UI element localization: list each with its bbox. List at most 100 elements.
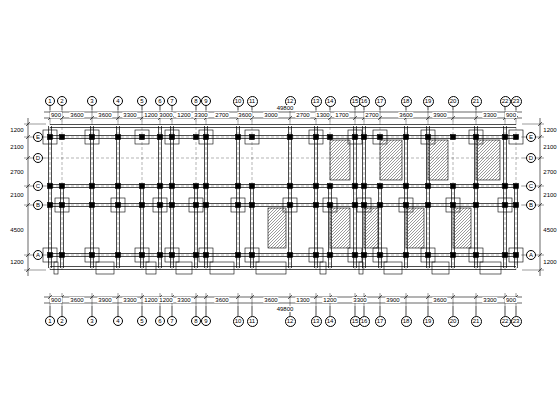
axis-bubble: 1 — [45, 96, 55, 106]
column — [140, 203, 145, 208]
axis-number: 3 — [90, 98, 93, 104]
plan-line — [118, 106, 119, 110]
axis-number: 22 — [502, 98, 509, 104]
axis-number: 1 — [48, 98, 51, 104]
column — [404, 135, 409, 140]
column — [158, 203, 163, 208]
axis-number: 8 — [194, 318, 197, 324]
axis-number: A — [529, 252, 533, 258]
axis-number: 9 — [204, 318, 207, 324]
axis-number: 21 — [473, 98, 480, 104]
plan-line — [404, 126, 405, 268]
plan-line — [172, 306, 173, 316]
axis-number: D — [529, 155, 533, 161]
axis-number: 14 — [327, 318, 334, 324]
column — [170, 203, 175, 208]
axis-number: 10 — [235, 318, 242, 324]
footing-outline — [135, 130, 149, 144]
plan-line — [92, 106, 93, 110]
column — [328, 135, 333, 140]
dimension-text: 900 — [50, 297, 62, 303]
axis-bubble: 5 — [137, 316, 147, 326]
axis-number: 22 — [502, 318, 509, 324]
plan-line — [90, 295, 94, 299]
dimension-text: 2100 — [9, 192, 24, 198]
plan-line — [364, 122, 365, 272]
column — [204, 184, 209, 189]
plan-line — [50, 266, 516, 267]
plan-line — [26, 253, 30, 257]
axis-bubble: 17 — [375, 316, 386, 327]
column — [288, 253, 293, 258]
plan-line — [426, 295, 430, 299]
axis-bubble: 17 — [375, 96, 386, 107]
plan-line — [62, 122, 63, 272]
column — [158, 135, 163, 140]
column — [514, 203, 519, 208]
column — [60, 203, 65, 208]
plan-line — [353, 116, 357, 120]
plan-line — [44, 118, 522, 119]
plan-line — [206, 122, 207, 272]
dimension-text: 3600 — [97, 112, 112, 118]
column — [426, 203, 431, 208]
axis-bubble: 7 — [167, 316, 177, 326]
dimension-text: 3900 — [97, 297, 112, 303]
strip-footing — [54, 262, 58, 274]
column — [426, 184, 431, 189]
column — [328, 253, 333, 258]
plan-line — [236, 295, 240, 299]
column — [204, 135, 209, 140]
column — [250, 253, 255, 258]
column — [378, 135, 383, 140]
plan-line — [353, 126, 354, 268]
column — [90, 253, 95, 258]
plan-line — [503, 126, 504, 268]
plan-line — [26, 184, 30, 188]
column — [503, 253, 508, 258]
footing-outline — [231, 198, 245, 212]
column — [503, 135, 508, 140]
plan-line — [474, 126, 475, 268]
plan-line — [380, 306, 381, 316]
column — [194, 203, 199, 208]
footing-outline — [498, 198, 512, 212]
column — [48, 184, 53, 189]
plan-line — [44, 112, 522, 113]
dimension-text: 3300 — [482, 297, 497, 303]
plan-line — [26, 156, 30, 160]
footing-outline — [309, 248, 323, 262]
axis-number: D — [36, 155, 40, 161]
axis-bubble: 19 — [423, 96, 434, 107]
plan-line — [476, 106, 477, 110]
axis-bubble: 4 — [113, 96, 123, 106]
dimension-text: 1200 — [176, 112, 191, 118]
axis-bubble: C — [33, 181, 43, 191]
axis-number: 19 — [425, 98, 432, 104]
plan-line — [142, 306, 143, 316]
plan-line — [314, 126, 315, 268]
axis-bubble: D — [526, 153, 536, 163]
axis-number: 1 — [48, 318, 51, 324]
axis-bubble: A — [33, 250, 43, 260]
axis-number: 15 — [352, 98, 359, 104]
dimension-text: 3600 — [69, 112, 84, 118]
column — [194, 135, 199, 140]
plan-line — [50, 124, 516, 125]
column — [140, 184, 145, 189]
plan-line — [428, 106, 429, 122]
axis-number: 18 — [403, 98, 410, 104]
plan-line — [538, 268, 542, 272]
axis-bubble: E — [33, 132, 43, 142]
column — [378, 253, 383, 258]
plan-line — [453, 122, 454, 272]
axis-bubble: C — [526, 181, 536, 191]
dimension-text: 2700 — [364, 112, 379, 118]
plan-line — [474, 116, 478, 120]
axis-bubble: 2 — [57, 316, 67, 326]
dimension-text: 4500 — [9, 227, 24, 233]
footing-outline — [245, 130, 259, 144]
column — [514, 135, 519, 140]
plan-line — [92, 306, 93, 316]
column — [353, 253, 358, 258]
